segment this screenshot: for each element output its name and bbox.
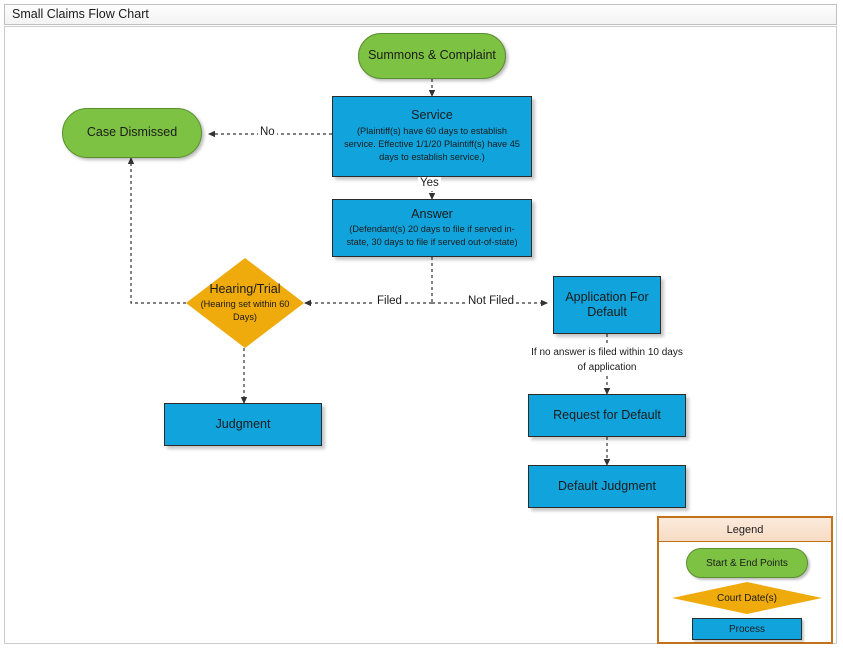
node-judgment-label: Judgment bbox=[215, 416, 271, 431]
legend-item-process: Process bbox=[692, 618, 802, 640]
node-request-for-default-label: Request for Default bbox=[553, 407, 661, 422]
node-application-for-default[interactable]: Application For Default bbox=[553, 276, 661, 334]
legend-title: Legend bbox=[659, 518, 831, 542]
node-service[interactable]: Service (Plaintiff(s) have 60 days to es… bbox=[332, 96, 532, 177]
edge-label-yes: Yes bbox=[418, 177, 441, 191]
node-hearing-trial-label: Hearing/Trial bbox=[209, 281, 281, 296]
edge-note-default-timing: If no answer is filed within 10 days of … bbox=[527, 346, 687, 375]
legend-item-start-end-points-label: Start & End Points bbox=[706, 557, 788, 569]
window-titlebar: Small Claims Flow Chart bbox=[4, 4, 837, 25]
node-request-for-default[interactable]: Request for Default bbox=[528, 394, 686, 437]
node-service-label: Service bbox=[411, 108, 453, 123]
legend-item-court-dates-label: Court Date(s) bbox=[716, 592, 777, 604]
node-answer[interactable]: Answer (Defendant(s) 20 days to file if … bbox=[332, 199, 532, 257]
node-hearing-trial-detail: (Hearing set within 60 Days) bbox=[200, 298, 290, 323]
node-hearing-trial[interactable]: Hearing/Trial (Hearing set within 60 Day… bbox=[186, 258, 304, 348]
legend-item-process-label: Process bbox=[728, 623, 766, 635]
legend-body: Start & End Points Court Date(s) Process bbox=[659, 542, 831, 645]
node-service-detail: (Plaintiff(s) have 60 days to establish … bbox=[344, 125, 520, 163]
node-default-judgment[interactable]: Default Judgment bbox=[528, 465, 686, 508]
window-title: Small Claims Flow Chart bbox=[12, 7, 149, 22]
node-application-for-default-label: Application For Default bbox=[565, 289, 649, 319]
edge-label-no: No bbox=[258, 126, 277, 140]
node-summons-and-complaint[interactable]: Summons & Complaint bbox=[358, 33, 506, 79]
node-answer-detail: (Defendant(s) 20 days to file if served … bbox=[346, 223, 518, 248]
legend-item-start-end-points: Start & End Points bbox=[686, 548, 808, 578]
node-summons-label: Summons & Complaint bbox=[368, 48, 496, 63]
node-case-dismissed[interactable]: Case Dismissed bbox=[62, 108, 202, 158]
node-default-judgment-label: Default Judgment bbox=[558, 478, 656, 493]
legend-panel: Legend Start & End Points Court Date(s) … bbox=[657, 516, 833, 644]
node-case-dismissed-label: Case Dismissed bbox=[86, 125, 178, 140]
node-hearing-trial-text: Hearing/Trial (Hearing set within 60 Day… bbox=[186, 282, 304, 325]
node-judgment[interactable]: Judgment bbox=[164, 403, 322, 446]
legend-item-court-dates: Court Date(s) bbox=[672, 582, 822, 614]
edge-label-not-filed: Not Filed bbox=[466, 295, 517, 309]
edge-label-filed: Filed bbox=[375, 295, 404, 309]
node-answer-label: Answer bbox=[411, 206, 453, 221]
